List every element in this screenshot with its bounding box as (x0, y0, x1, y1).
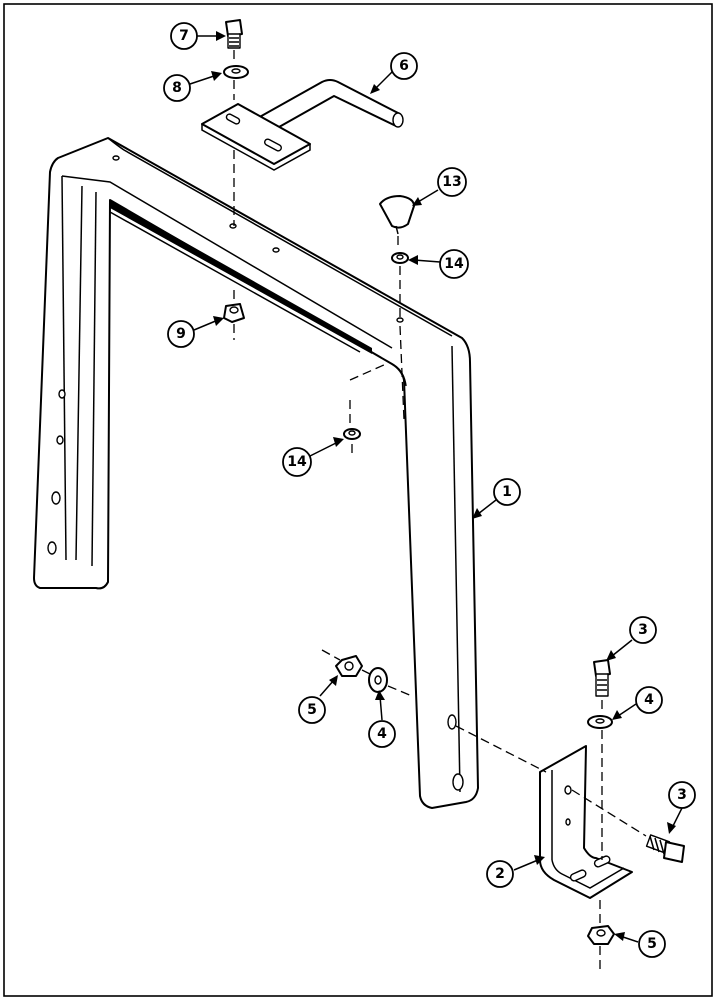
callout-9-label: 9 (176, 326, 186, 342)
washer-right-top (391, 252, 409, 264)
diagram-border (3, 3, 713, 997)
callout-4-right: 4 (635, 686, 663, 714)
callout-14-top-label: 14 (444, 256, 464, 272)
bolt-vertical (593, 659, 611, 697)
callout-9: 9 (167, 320, 195, 348)
callout-6-label: 6 (399, 58, 409, 74)
handle-bracket (201, 79, 404, 171)
callout-8-label: 8 (172, 80, 182, 96)
callout-3-top: 3 (629, 616, 657, 644)
callout-7-label: 7 (179, 28, 189, 44)
nut-top (223, 303, 245, 323)
rubber-bumper (379, 195, 415, 235)
main-bracket (33, 137, 479, 809)
leader-lines (189, 31, 683, 943)
callout-4-left-label: 4 (377, 726, 387, 742)
callout-5-left: 5 (298, 696, 326, 724)
nut-bottom (587, 925, 615, 945)
callout-1-label: 1 (502, 484, 512, 500)
callout-4-left: 4 (368, 720, 396, 748)
callout-3-right: 3 (668, 781, 696, 809)
callout-4-right-label: 4 (644, 692, 654, 708)
callout-5-bottom-label: 5 (647, 936, 657, 952)
callout-13-label: 13 (442, 174, 461, 190)
bolt-top (225, 19, 243, 49)
callout-13: 13 (437, 167, 467, 197)
callout-14-mid: 14 (282, 447, 312, 477)
callout-2-label: 2 (495, 866, 505, 882)
callout-14-mid-label: 14 (287, 454, 307, 470)
callout-7: 7 (170, 22, 198, 50)
nut-left (335, 655, 363, 677)
callout-6: 6 (390, 52, 418, 80)
callout-5-bottom: 5 (638, 930, 666, 958)
callout-3-right-label: 3 (677, 787, 687, 803)
callout-1: 1 (493, 478, 521, 506)
bolt-horizontal (645, 834, 685, 863)
assembly-centerlines (233, 50, 647, 970)
washer-right (587, 715, 613, 729)
callout-8: 8 (163, 74, 191, 102)
washer-under-bracket (343, 428, 361, 440)
washer-left (368, 667, 388, 693)
callout-5-left-label: 5 (307, 702, 317, 718)
callout-2: 2 (486, 860, 514, 888)
callout-14-top: 14 (439, 249, 469, 279)
callout-3-top-label: 3 (638, 622, 648, 638)
angle-bracket (539, 745, 633, 899)
